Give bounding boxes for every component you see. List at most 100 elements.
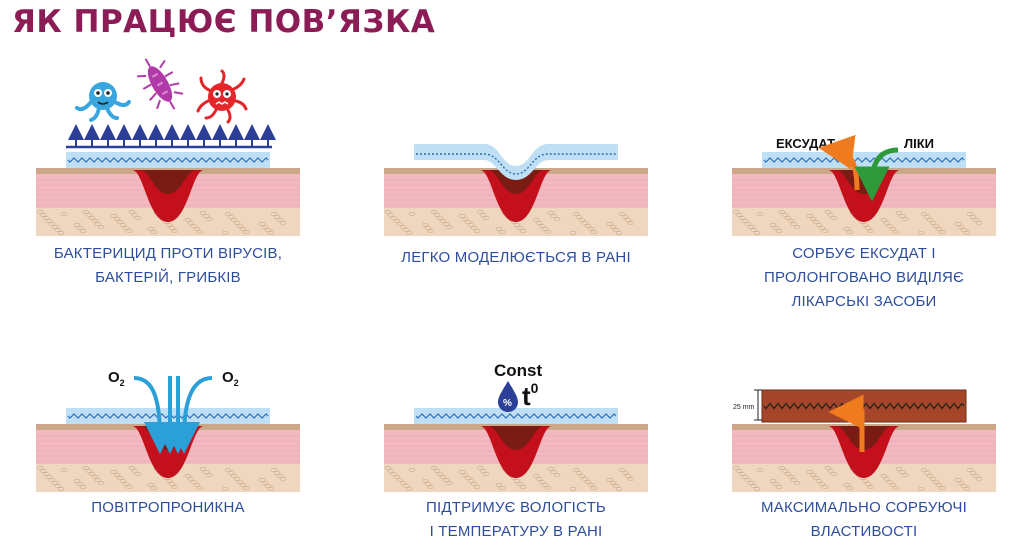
fat-cell bbox=[187, 477, 195, 481]
fat-cell bbox=[396, 222, 404, 226]
wound-cavity bbox=[132, 170, 204, 222]
wound-scab bbox=[140, 170, 196, 194]
fat-cell bbox=[242, 230, 250, 234]
fat-cell bbox=[79, 229, 87, 233]
fat-cell bbox=[784, 472, 792, 476]
caption-line: ВЛАСТИВОСТІ bbox=[810, 523, 918, 540]
fat-cell bbox=[544, 230, 552, 234]
fat-cell bbox=[276, 474, 284, 478]
fat-cell bbox=[54, 228, 62, 232]
fat-cell bbox=[778, 466, 786, 470]
fat-cell bbox=[923, 215, 931, 219]
fat-cell bbox=[408, 468, 416, 472]
moisture-diagram bbox=[384, 408, 648, 492]
fat-cell bbox=[165, 223, 173, 227]
fat-cell bbox=[861, 479, 869, 483]
fat-cell bbox=[590, 230, 598, 234]
dressing-mesh bbox=[763, 157, 965, 163]
fat-cell bbox=[790, 222, 798, 226]
fat-cell bbox=[122, 226, 130, 230]
fat-cell bbox=[892, 230, 900, 234]
fat-cell bbox=[470, 482, 478, 486]
fat-cell bbox=[744, 478, 752, 482]
fat-cell bbox=[744, 222, 752, 226]
fat-cell bbox=[230, 218, 238, 222]
barrier-arrows-icon bbox=[68, 124, 276, 146]
fat-cell bbox=[82, 466, 90, 470]
exudate-diagram bbox=[732, 152, 996, 236]
fat-cell bbox=[972, 218, 980, 222]
fat-cell bbox=[827, 213, 835, 217]
fat-cell bbox=[442, 222, 450, 226]
fat-cell bbox=[384, 210, 392, 214]
fat-cell bbox=[741, 219, 749, 223]
fat-cell bbox=[131, 469, 139, 473]
label-medicine: ЛІКИ bbox=[904, 136, 934, 151]
fat-cell bbox=[399, 225, 407, 229]
fat-cell bbox=[430, 466, 438, 470]
fat-cell bbox=[519, 485, 527, 489]
fat-cell bbox=[258, 222, 266, 226]
fat-cell bbox=[806, 214, 814, 218]
fat-cell bbox=[57, 487, 65, 491]
fat-cell bbox=[85, 469, 93, 473]
caption-line: І ТЕМПЕРАТУРУ В РАНІ bbox=[429, 523, 603, 540]
fat-cell bbox=[276, 218, 284, 222]
fat-cell bbox=[920, 212, 928, 216]
fat-cell bbox=[772, 226, 780, 230]
fat-cell bbox=[864, 226, 872, 230]
fat-cell bbox=[273, 471, 281, 475]
fat-cell bbox=[609, 225, 617, 229]
fat-cell bbox=[467, 479, 475, 483]
fat-cell bbox=[48, 222, 56, 226]
fat-cell bbox=[436, 216, 444, 220]
fat-cell bbox=[861, 223, 869, 227]
fat-cell bbox=[553, 217, 561, 221]
fat-cell bbox=[960, 228, 968, 232]
fat-cell bbox=[421, 479, 429, 483]
fat-cell bbox=[168, 226, 176, 230]
fat-cell bbox=[569, 231, 577, 235]
fat-cell bbox=[479, 469, 487, 473]
caption-line: ЛІКАРСЬКІ ЗАСОБИ bbox=[791, 293, 937, 310]
fat-cell bbox=[113, 473, 121, 477]
fat-cell bbox=[85, 213, 93, 217]
fat-cell bbox=[572, 468, 580, 472]
fat-cell bbox=[242, 486, 250, 490]
fat-cell bbox=[424, 226, 432, 230]
fat-cell bbox=[954, 222, 962, 226]
panel-bactericide: БАКТЕРИЦИД ПРОТИ ВІРУСІВ, БАКТЕРІЙ, ГРИБ… bbox=[36, 152, 300, 286]
caption-bactericide: БАКТЕРИЦИД ПРОТИ ВІРУСІВ, БАКТЕРІЙ, ГРИБ… bbox=[36, 242, 300, 290]
dressing-mesh bbox=[416, 153, 616, 175]
fat-cell bbox=[221, 487, 229, 491]
fat-cell bbox=[541, 483, 549, 487]
fat-cell bbox=[97, 225, 105, 229]
caption-absorbent: МАКСИМАЛЬНО СОРБУЮЧІ ВЛАСТИВОСТІ bbox=[732, 496, 996, 544]
fat-cell bbox=[809, 217, 817, 221]
fat-cell bbox=[239, 227, 247, 231]
fat-cell bbox=[202, 214, 210, 218]
fat-cell bbox=[969, 471, 977, 475]
fat-cell bbox=[267, 487, 275, 491]
fat-cell bbox=[122, 482, 130, 486]
fat-cell bbox=[806, 470, 814, 474]
fat-cell bbox=[578, 474, 586, 478]
fat-cell bbox=[442, 478, 450, 482]
fat-cell bbox=[812, 220, 820, 224]
fat-cell bbox=[932, 224, 940, 228]
fat-cell bbox=[587, 227, 595, 231]
fat-cell bbox=[516, 226, 524, 230]
fat-cell bbox=[926, 474, 934, 478]
fat-cell bbox=[846, 486, 854, 490]
fat-cell bbox=[147, 227, 155, 231]
fat-cell bbox=[883, 477, 891, 481]
fat-cell bbox=[532, 474, 540, 478]
fat-cell bbox=[793, 481, 801, 485]
fat-cell bbox=[972, 474, 980, 478]
fat-cell bbox=[402, 484, 410, 488]
fat-cell bbox=[439, 219, 447, 223]
fat-cell bbox=[239, 483, 247, 487]
wound-scab bbox=[488, 170, 544, 194]
panel-exudate: СОРБУЄ ЕКСУДАТ І ПРОЛОНГОВАНО ВИДІЛЯЄ ЛІ… bbox=[732, 152, 996, 310]
fat-cell bbox=[827, 469, 835, 473]
